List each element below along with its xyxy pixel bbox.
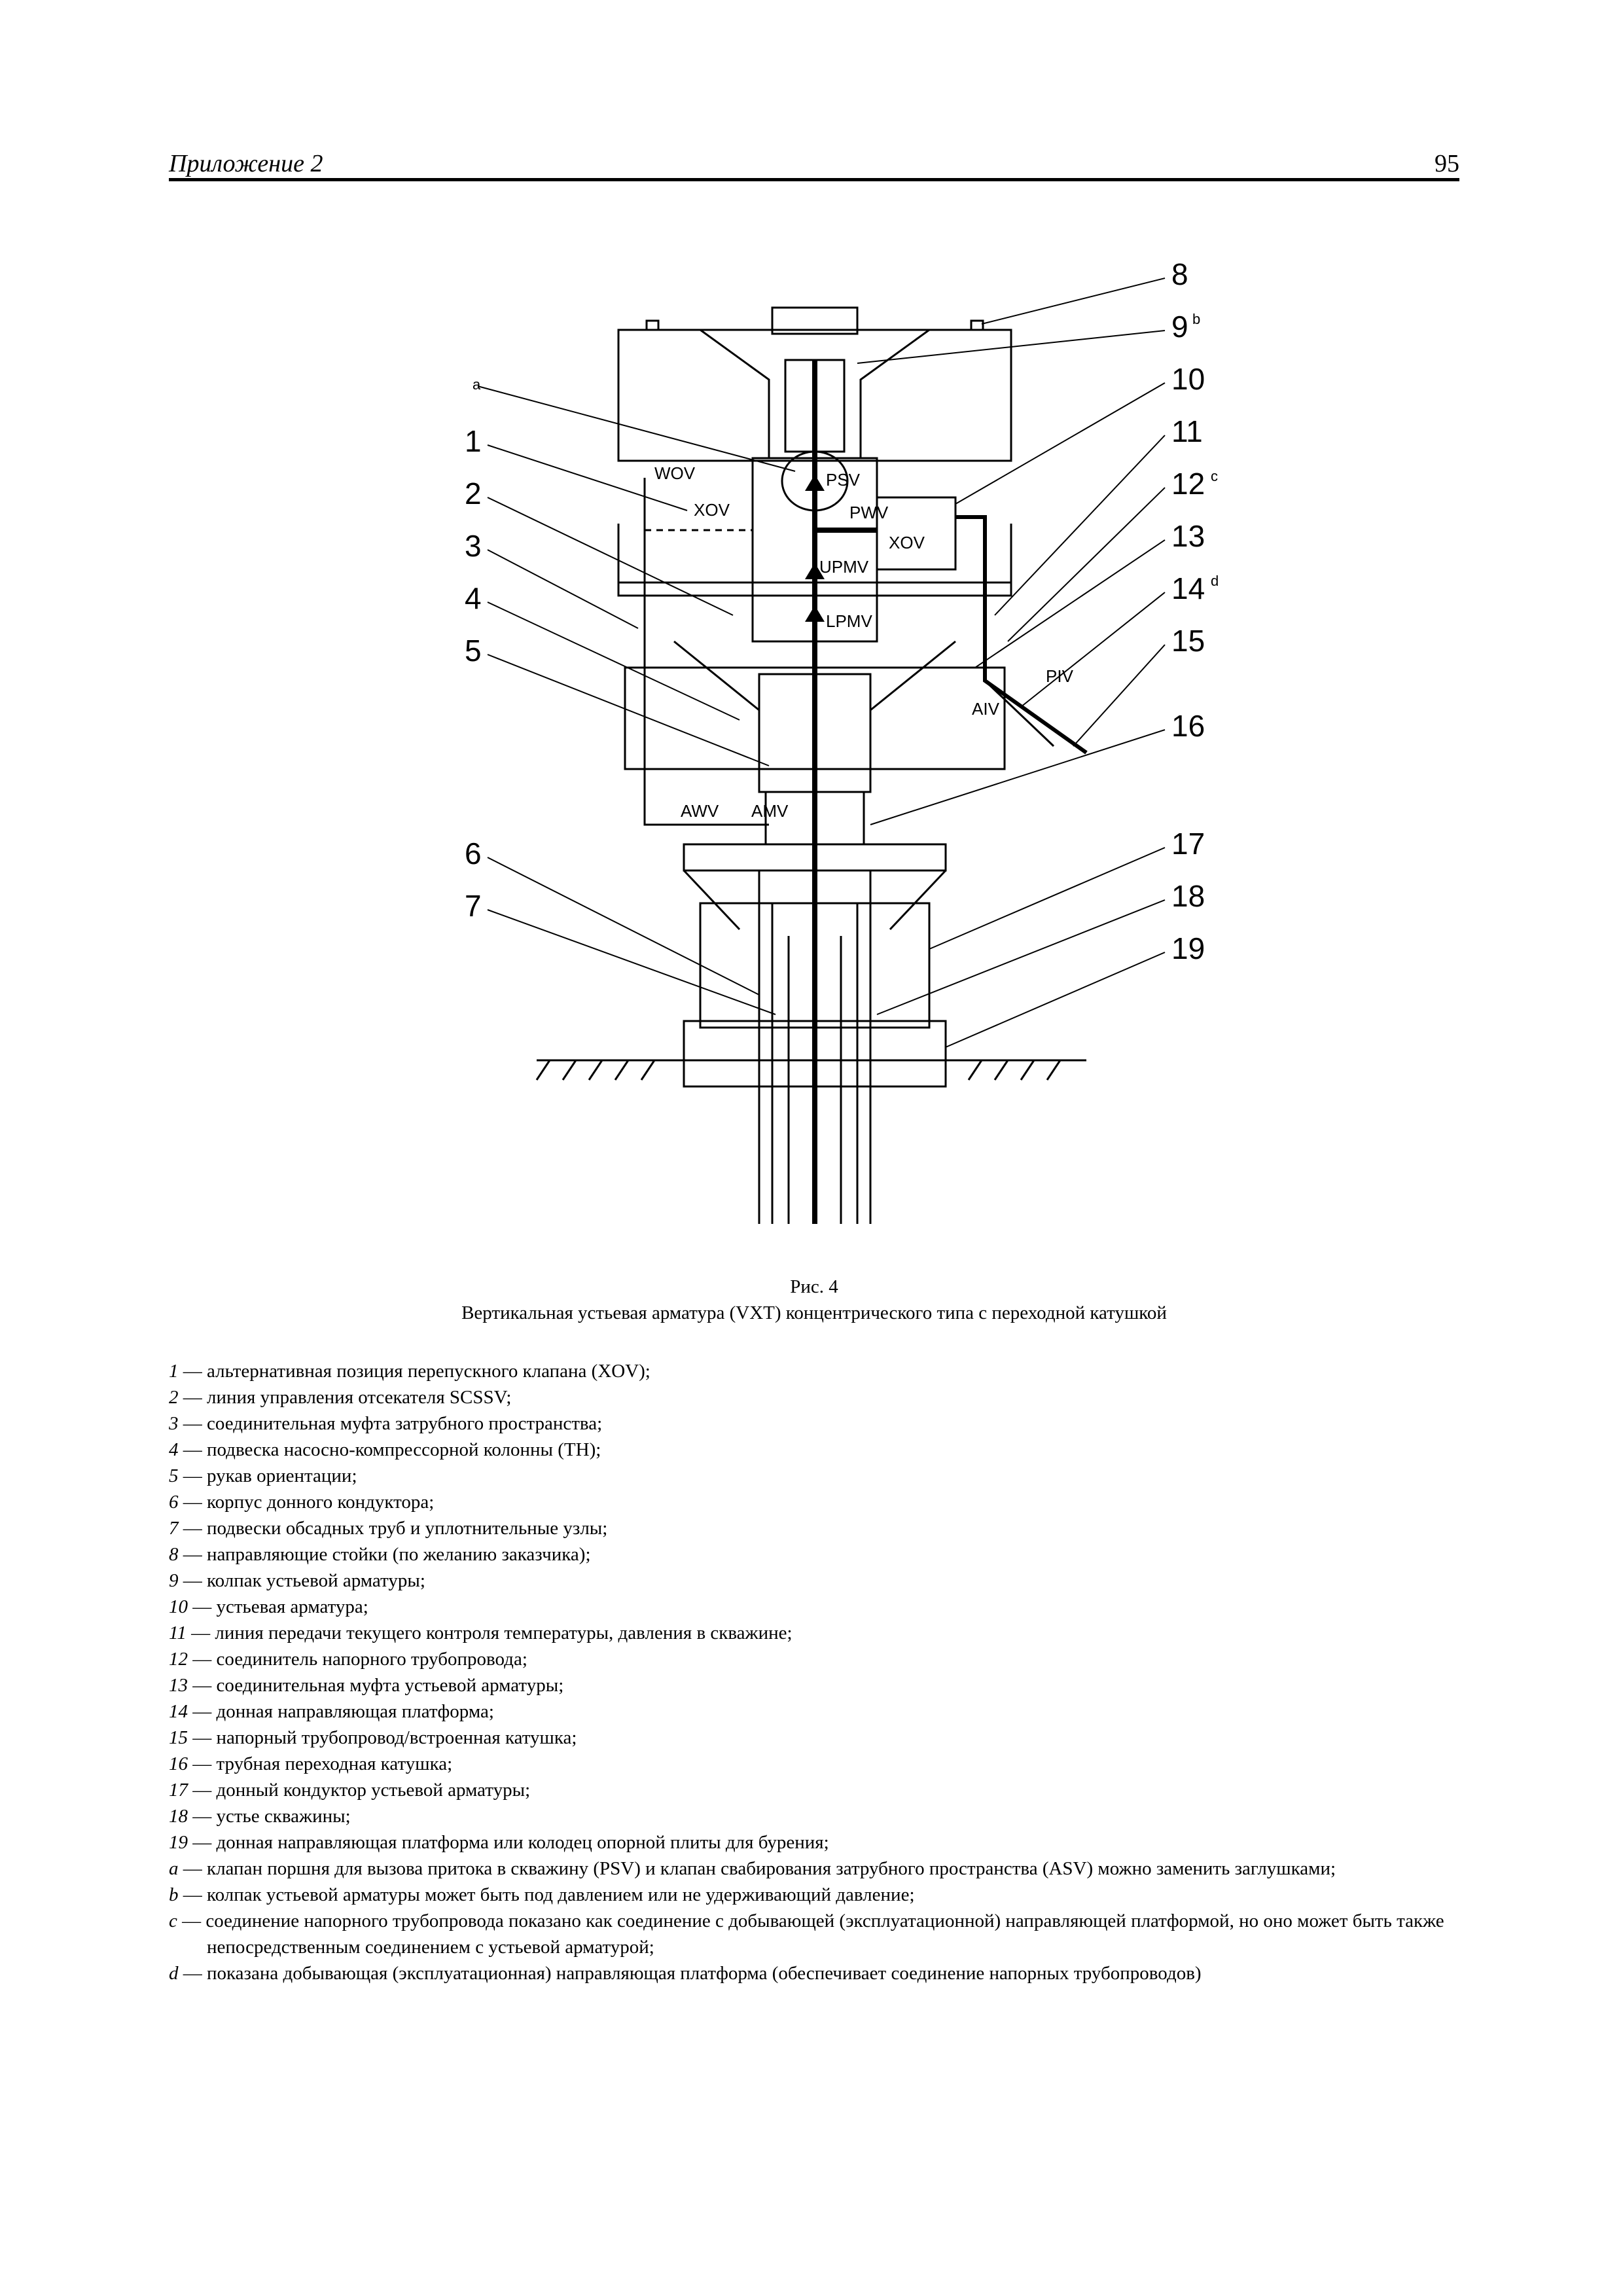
figure-number: Рис. 4 [790,1276,838,1297]
page-number: 95 [1435,150,1459,177]
legend-item: 2 — линия управления отсекателя SCSSV; [169,1387,512,1408]
tubing-head-funnel [673,640,956,711]
tree-cap-funnel [700,329,930,458]
callout-7: 7 [465,889,482,923]
legend-item: 17 — донный кондуктор устьевой арматуры; [169,1780,531,1801]
callout-18: 18 [1171,879,1205,913]
seabed-hatching [535,1060,1061,1081]
tree-cap-top [771,306,859,335]
callout-11: 11 [1171,414,1203,448]
callout-sup-d: d [1211,573,1219,589]
callout-2: 2 [465,476,482,511]
legend-item: 6 — корпус донного кондуктора; [169,1492,435,1513]
legend-item: 15 — напорный трубопровод/встроенная кат… [169,1727,577,1748]
label-aiv: AIV [972,699,1000,719]
guide-post-right [970,319,984,331]
legend-item: b — колпак устьевой арматуры может быть … [169,1884,915,1905]
label-psv: PSV [826,470,861,490]
legend-item: 19 — донная направляющая платформа или к… [169,1832,829,1853]
label-pwv: PWV [849,503,889,522]
label-amv: AMV [751,801,789,821]
callout-4: 4 [465,581,482,615]
psv-symbol [805,475,825,491]
leader-lines [477,278,1166,1048]
callout-15: 15 [1171,624,1205,658]
callout-sup-c: c [1211,468,1218,484]
legend-item: d — показана добывающая (эксплуатационна… [169,1963,1202,1984]
upmv-symbol [805,563,825,579]
callout-16: 16 [1171,709,1205,743]
legend-item: 4 — подвеска насосно-компрессорной колон… [169,1439,601,1460]
legend-item: c — соединение напорного трубопровода по… [169,1910,1444,1958]
callout-3: 3 [465,529,482,563]
tree-side-walls [617,524,1012,583]
callout-14: 14 [1171,571,1205,605]
callout-13: 13 [1171,519,1205,553]
callout-10: 10 [1171,362,1205,396]
legend-item: 3 — соединительная муфта затрубного прос… [169,1413,603,1434]
callout-sup-b: b [1192,311,1200,327]
callout-8: 8 [1171,257,1188,291]
legend-item: 14 — донная направляющая платформа; [169,1701,494,1722]
wing-valve-block [876,496,957,571]
callout-12: 12 [1171,467,1205,501]
label-awv: AWV [681,801,719,821]
label-upmv: UPMV [819,557,869,577]
flowline-jumper [984,679,1055,747]
legend-item: 10 — устьевая арматура; [169,1596,368,1617]
legend-item: 16 — трубная переходная катушка; [169,1753,453,1774]
callout-1: 1 [465,424,482,458]
label-xov-right: XOV [889,533,925,552]
legend-item: 1 — альтернативная позиция перепускного … [169,1361,651,1382]
wellhead-diagram: 1 2 3 4 5 6 7 8 9 10 11 12 13 14 15 16 1… [465,257,1219,1224]
header-appendix-title: Приложение 2 [169,150,323,177]
callout-6: 6 [465,836,482,870]
callout-sup-a: a [473,376,481,393]
legend-item: 5 — рукав ориентации; [169,1465,357,1486]
legend-item: 11 — линия передачи текущего контроля те… [169,1623,793,1643]
header-rule [169,178,1459,181]
annulus-line [643,478,769,826]
label-piv: PIV [1046,666,1074,686]
callout-17: 17 [1171,827,1205,861]
callout-5: 5 [465,634,482,668]
figure-title: Вертикальная устьевая арматура (VXT) кон… [461,1302,1167,1323]
legend-item: 13 — соединительная муфта устьевой армат… [169,1675,564,1696]
legend-item: 18 — устье скважины; [169,1806,351,1827]
legend-item: 7 — подвески обсадных труб и уплотнитель… [169,1518,608,1539]
legend-item: 8 — направляющие стойки (по желанию зака… [169,1544,591,1565]
casing-strings [758,870,872,1224]
wellhead-funnel [683,869,947,931]
running-header: Приложение 2 95 [169,149,1459,179]
legend-item: 12 — соединитель напорного трубопровода; [169,1649,527,1670]
lpmv-symbol [805,605,825,622]
label-xov-left: XOV [694,500,730,520]
legend-item: 9 — колпак устьевой арматуры; [169,1570,425,1591]
label-wov: WOV [654,463,696,483]
label-lpmv: LPMV [826,611,872,631]
callout-9: 9 [1171,310,1188,344]
callout-19: 19 [1171,931,1205,965]
flowline [955,515,1088,755]
figure-legend: 1 — альтернативная позиция перепускного … [169,1358,1459,1986]
legend-item: a — клапан поршня для вызова притока в с… [169,1858,1336,1879]
guide-post-left [645,319,660,331]
